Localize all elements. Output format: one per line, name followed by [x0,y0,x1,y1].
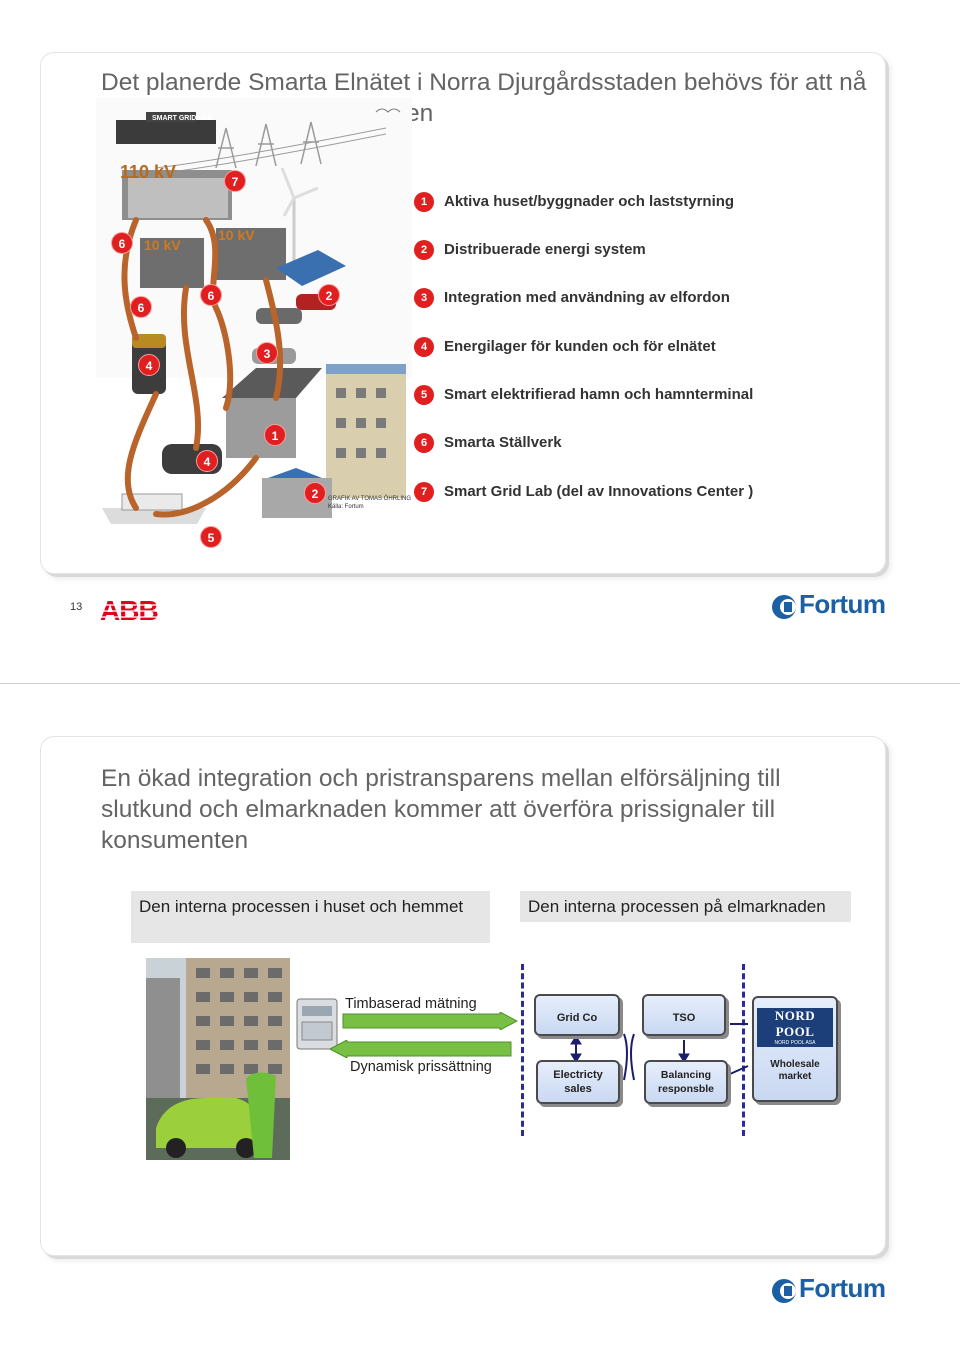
illus-marker-2b: 2 [304,482,326,504]
right-process-box: Den interna processen på elmarknaden [520,891,851,922]
fortum-wordmark: Fortum [799,1273,886,1303]
grid-co-label: Grid Co [556,1012,598,1024]
tso-box: TSO [642,994,726,1036]
legend-number: 3 [414,288,434,308]
illus-marker-6a: 6 [111,232,133,254]
credit-line-2: Källa: Fortum [328,504,364,510]
legend-item: 6 Smarta Ställverk [414,433,834,455]
page-number: 13 [70,601,83,613]
left-process-label: Den interna processen i huset och hemmet [139,897,464,916]
kv-110-label: 110 kV [120,162,176,182]
legend-item: 1 Aktiva huset/byggnader och laststyrnin… [414,192,834,214]
slide-2-title: En ökad integration och pristransparens … [101,765,781,854]
fortum-wordmark: Fortum [799,589,886,619]
illus-marker-6c: 6 [200,284,222,306]
abb-logo: ABB [100,595,170,629]
illus-marker-5: 5 [200,526,222,548]
left-arrow-icon [330,1040,512,1058]
legend-number: 5 [414,385,434,405]
right-process-label: Den interna processen på elmarknaden [528,897,826,916]
smart-grid-illustration: SMART GRID LAB 110 kV 10 kV 10 kV [56,98,412,526]
legend-text: Smart Grid Lab (del av Innovations Cente… [444,483,754,500]
legend-item: 3 Integration med användning av elfordon [414,288,834,310]
kv-10-label-a: 10 kV [144,237,181,253]
legend-number: 4 [414,337,434,357]
credit-line-1: GRAFIK AV TOMAS ÖHRLING [328,495,411,502]
electricity-sales-box: Electricty sales [536,1060,620,1104]
wholesale-label-1: Wholesale [770,1059,820,1070]
illus-marker-3: 3 [256,342,278,364]
market-connectors [570,1023,749,1081]
electricity-sales-label-1: Electricty [553,1069,603,1081]
legend-text: Energilager för kunden och för elnätet [444,338,716,355]
page-divider [0,683,960,684]
building-photo [146,958,290,1160]
left-process-box: Den interna processen i huset och hemmet [131,891,490,943]
illus-marker-4a: 4 [138,354,160,376]
legend-item: 5 Smart elektrifierad hamn och hamntermi… [414,385,834,407]
balancing-label-2: responsble [657,1083,715,1095]
electricity-meter-icon [296,998,338,1050]
nord-pool-box: NORD POOL NORD POOL ASA Wholesale market [752,996,838,1102]
legend-number: 7 [414,482,434,502]
fortum-logo-bottom: Fortum [771,1273,886,1310]
tso-label: TSO [672,1012,696,1024]
legend-text: Smarta Ställverk [444,434,562,451]
legend-text: Distribuerade energi system [444,241,646,258]
legend-item: 4 Energilager för kunden och för elnätet [414,337,834,359]
illus-marker-6b: 6 [130,296,152,318]
balancing-box: Balancing responsble [644,1060,728,1104]
smart-grid-graphic: SMART GRID LAB 110 kV 10 kV 10 kV [96,98,412,526]
nord-pool-logo: NORD POOL [757,1008,833,1040]
right-arrow-icon [342,1012,518,1030]
illus-marker-1: 1 [264,424,286,446]
fortum-mark-icon [772,1279,796,1303]
dashed-separator-left [521,964,524,1136]
legend-number: 1 [414,192,434,212]
legend-number: 2 [414,240,434,260]
legend-text: Aktiva huset/byggnader och laststyrning [444,193,735,210]
illus-marker-2a: 2 [318,284,340,306]
lab-sign: SMART GRID LAB [152,115,213,122]
dashed-separator-right [742,964,745,1136]
electricity-sales-label-2: sales [564,1083,592,1095]
timbaserad-label: Timbaserad mätning [345,996,477,1012]
legend-number: 6 [414,433,434,453]
legend-item: 2 Distribuerade energi system [414,240,834,262]
fortum-logo: Fortum [771,589,886,626]
nord-pool-sub: NORD POOL ASA [757,1040,833,1047]
illus-marker-7: 7 [224,170,246,192]
kv-10-label-b: 10 kV [218,227,255,243]
balancing-label-1: Balancing [660,1069,712,1081]
legend-text: Smart elektrifierad hamn och hamntermina… [444,386,754,403]
legend-text: Integration med användning av elfordon [444,289,730,306]
illus-marker-4b: 4 [196,450,218,472]
legend-item: 7 Smart Grid Lab (del av Innovations Cen… [414,482,834,504]
fortum-mark-icon [772,595,796,619]
grid-co-box: Grid Co [534,994,620,1036]
wholesale-label-2: market [778,1071,812,1082]
svg-text:ABB: ABB [100,596,158,624]
dynamisk-label: Dynamisk prissättning [350,1059,492,1075]
